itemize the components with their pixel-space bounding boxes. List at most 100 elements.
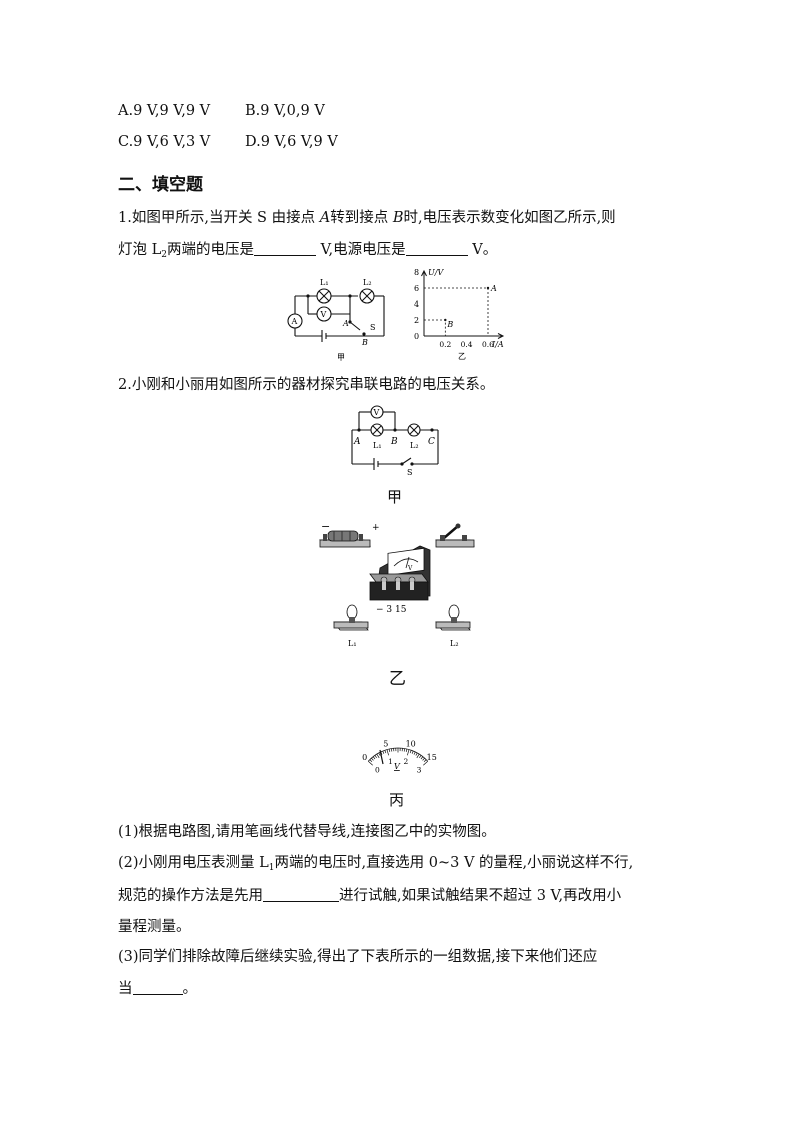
dial-inner-label: 1: [388, 757, 393, 766]
dial-inner-label: 3: [417, 765, 422, 774]
dial-outer-label: 10: [406, 740, 416, 749]
dial-tick: [405, 748, 408, 752]
guide-line-a: [424, 287, 489, 336]
dial-tick: [409, 750, 412, 754]
dial-tick: [388, 748, 391, 752]
option-row-2: C.9 V,6 V,3 V D.9 V,6 V,9 V: [118, 134, 338, 150]
dial-tick: [415, 752, 418, 756]
q1-text-g: V。: [467, 242, 498, 258]
battery-icon: [319, 530, 371, 548]
q2-part-2-text-d: 进行试触,如果试触结果不超过 3 V,再改用小: [339, 888, 622, 904]
dial-tick: [419, 755, 422, 758]
q2-blank-next-step[interactable]: [132, 980, 183, 995]
dial-tick: [403, 748, 406, 752]
dial-outer-label: 5: [383, 740, 388, 749]
dial-tick: [390, 748, 393, 752]
q2-part-2-text-a: (2)小刚用电压表测量 L: [118, 855, 269, 871]
dial-needle: [379, 749, 384, 765]
bulb-l1-label: L₁: [348, 639, 357, 648]
bulb-l2-label: L₂: [450, 639, 459, 648]
data-point-b: [444, 318, 447, 322]
ammeter-label: A: [291, 317, 298, 326]
q2-part-3-line-1: (3)同学们排除故障后继续实验,得出了下表所示的一组数据,接下来他们还应: [118, 949, 598, 965]
y-axis-label: U/V: [428, 268, 444, 277]
q2-fig-yi-caption: 乙: [389, 669, 406, 689]
x-tick-label: 0.2: [439, 340, 451, 349]
q2-apparatus-figure: − + V − 3 15 L₁ L₂: [319, 520, 475, 648]
q1-text-f: V,电源电压是: [315, 242, 406, 258]
option-row-1: A.9 V,9 V,9 V B.9 V,0,9 V: [118, 103, 325, 119]
q1-ui-graph: U/V I/A 8 6 4 2 0 0.2 0.4 0.6 A B 乙: [414, 268, 505, 361]
q2-blank-range[interactable]: [263, 887, 339, 902]
q1-blank-1[interactable]: [253, 241, 316, 256]
q2-point-a: A: [353, 437, 361, 447]
q2-part-1: (1)根据电路图,请用笔画线代替导线,连接图乙中的实物图。: [118, 824, 496, 840]
q2-part-3-text-a: 当: [118, 981, 133, 997]
q2-part-3-text-b: 。: [182, 981, 198, 997]
y-tick-label: 2: [414, 316, 419, 325]
dial-tick: [384, 750, 387, 754]
q2-part-2-line-1: (2)小刚用电压表测量 L1两端的电压时,直接选用 0~3 V 的量程,小丽说这…: [118, 851, 633, 873]
contact-b-label: B: [361, 338, 368, 347]
q2-part-2-line-2: 规范的操作方法是先用 进行试触,如果试触结果不超过 3 V,再改用小: [118, 884, 621, 905]
q1-fig-jia-caption: 甲: [337, 353, 345, 362]
q1-sub-2: 2: [161, 250, 167, 260]
voltmeter-terminal-labels: − 3 15: [376, 605, 407, 615]
q1-text-c: 时,电压表示数变化如图乙所示,则: [403, 210, 616, 226]
q2-fig-jia-caption: 甲: [387, 488, 403, 506]
q2-part-3-line-2: 当。: [118, 977, 197, 998]
q2-point-b: B: [390, 437, 398, 447]
dial-tick: [371, 757, 374, 761]
y-tick-label: 6: [414, 284, 419, 293]
option-a: A.9 V,9 V,9 V: [118, 103, 211, 119]
dial-tick: [376, 753, 380, 759]
q1-line-2: 灯泡 L2两端的电压是 V,电源电压是 V。: [118, 238, 497, 260]
q2-part-2-text-c: 规范的操作方法是先用: [118, 888, 263, 904]
q2-part-2-line-3: 量程测量。: [118, 919, 191, 935]
dial-tick: [382, 750, 385, 754]
q2-l2-label: L₂: [410, 441, 419, 450]
l2-label: L₂: [363, 278, 372, 287]
point-a-label: A: [490, 284, 497, 293]
dial-inner-label: 0: [375, 765, 380, 774]
q1-point-b: B: [392, 210, 404, 226]
q1-blank-2[interactable]: [405, 241, 468, 256]
dial-tick: [407, 749, 410, 756]
dial-tick: [413, 751, 416, 755]
knife-switch-icon: [435, 523, 475, 548]
dial-tick: [374, 755, 377, 758]
dial-tick: [378, 752, 381, 756]
dial-unit: V: [394, 762, 401, 771]
dial-outer-label: 15: [427, 753, 437, 762]
dial-outer-label: 0: [362, 753, 367, 762]
q2-part-2-text-b: 两端的电压时,直接选用 0~3 V 的量程,小丽说这样不行,: [274, 855, 634, 871]
q2-intro: 2.小刚和小丽用如图所示的器材探究串联电路的电压关系。: [118, 377, 495, 393]
q2-voltmeter-label: V: [373, 408, 380, 417]
q1-point-a: A: [319, 210, 331, 226]
q1-text-e: 两端的电压是: [166, 242, 254, 258]
dial-tick: [386, 749, 389, 756]
q2-l1-label: L₁: [373, 441, 382, 450]
y-tick-label: 0: [414, 332, 419, 341]
l1-label: L₁: [320, 278, 329, 287]
guide-line-b: [424, 319, 446, 336]
dial-inner-label: 2: [404, 757, 409, 766]
option-b: B.9 V,0,9 V: [245, 103, 325, 119]
q2-fig-bing-caption: 丙: [389, 791, 405, 809]
x-tick-label: 0.6: [482, 340, 494, 349]
q2-part-2-sub: 1: [268, 863, 275, 873]
battery-plus-label: +: [372, 523, 380, 533]
x-axis-label: I/A: [491, 340, 504, 349]
y-tick-label: 8: [414, 268, 419, 277]
dial-tick: [416, 753, 420, 759]
q1-circuit-figure: L₁ L₂ A V A S B 甲: [287, 278, 385, 362]
point-b-label: B: [446, 320, 453, 329]
q1-fig-yi-caption: 乙: [458, 352, 466, 361]
q2-switch-label: S: [407, 468, 412, 477]
voltmeter-device-icon: [369, 545, 431, 601]
y-tick-label: 4: [414, 300, 419, 309]
x-tick-label: 0.4: [461, 340, 473, 349]
dial-tick: [420, 756, 424, 760]
voltmeter-label: V: [320, 310, 327, 319]
